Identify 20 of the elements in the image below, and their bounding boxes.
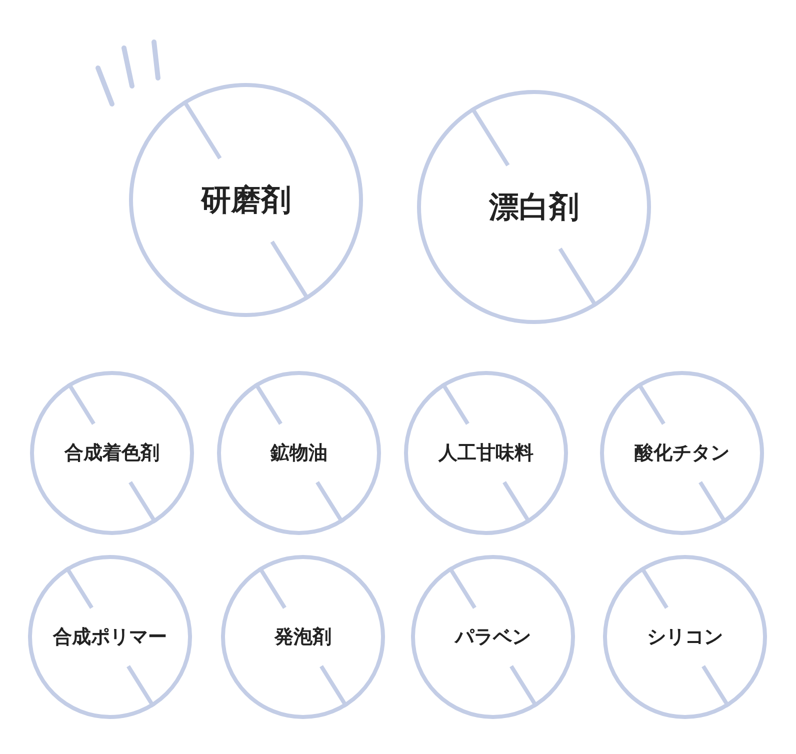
- ingredient-label: 合成着色剤: [64, 440, 160, 466]
- prohibition-sign: [417, 90, 651, 324]
- ingredient-label: 人工甘味料: [438, 440, 534, 466]
- prohibition-sign: [28, 555, 192, 719]
- ingredient-label: 漂白剤: [489, 188, 579, 226]
- ingredient-label: パラベン: [455, 624, 531, 650]
- ingredient-label: 鉱物油: [270, 440, 328, 466]
- prohibition-sign: [30, 371, 194, 535]
- ingredient-label: シリコン: [647, 624, 723, 650]
- ingredient-label: 研磨剤: [201, 182, 291, 220]
- prohibition-sign: [217, 371, 381, 535]
- prohibition-sign: [221, 555, 385, 719]
- ingredient-label: 合成ポリマー: [53, 624, 167, 650]
- prohibition-sign: [411, 555, 575, 719]
- prohibition-sign: [404, 371, 568, 535]
- prohibition-sign: [129, 83, 363, 317]
- ingredient-label: 酸化チタン: [634, 440, 730, 466]
- ingredient-label: 発泡剤: [274, 624, 332, 650]
- prohibition-sign: [600, 371, 764, 535]
- prohibition-sign: [603, 555, 767, 719]
